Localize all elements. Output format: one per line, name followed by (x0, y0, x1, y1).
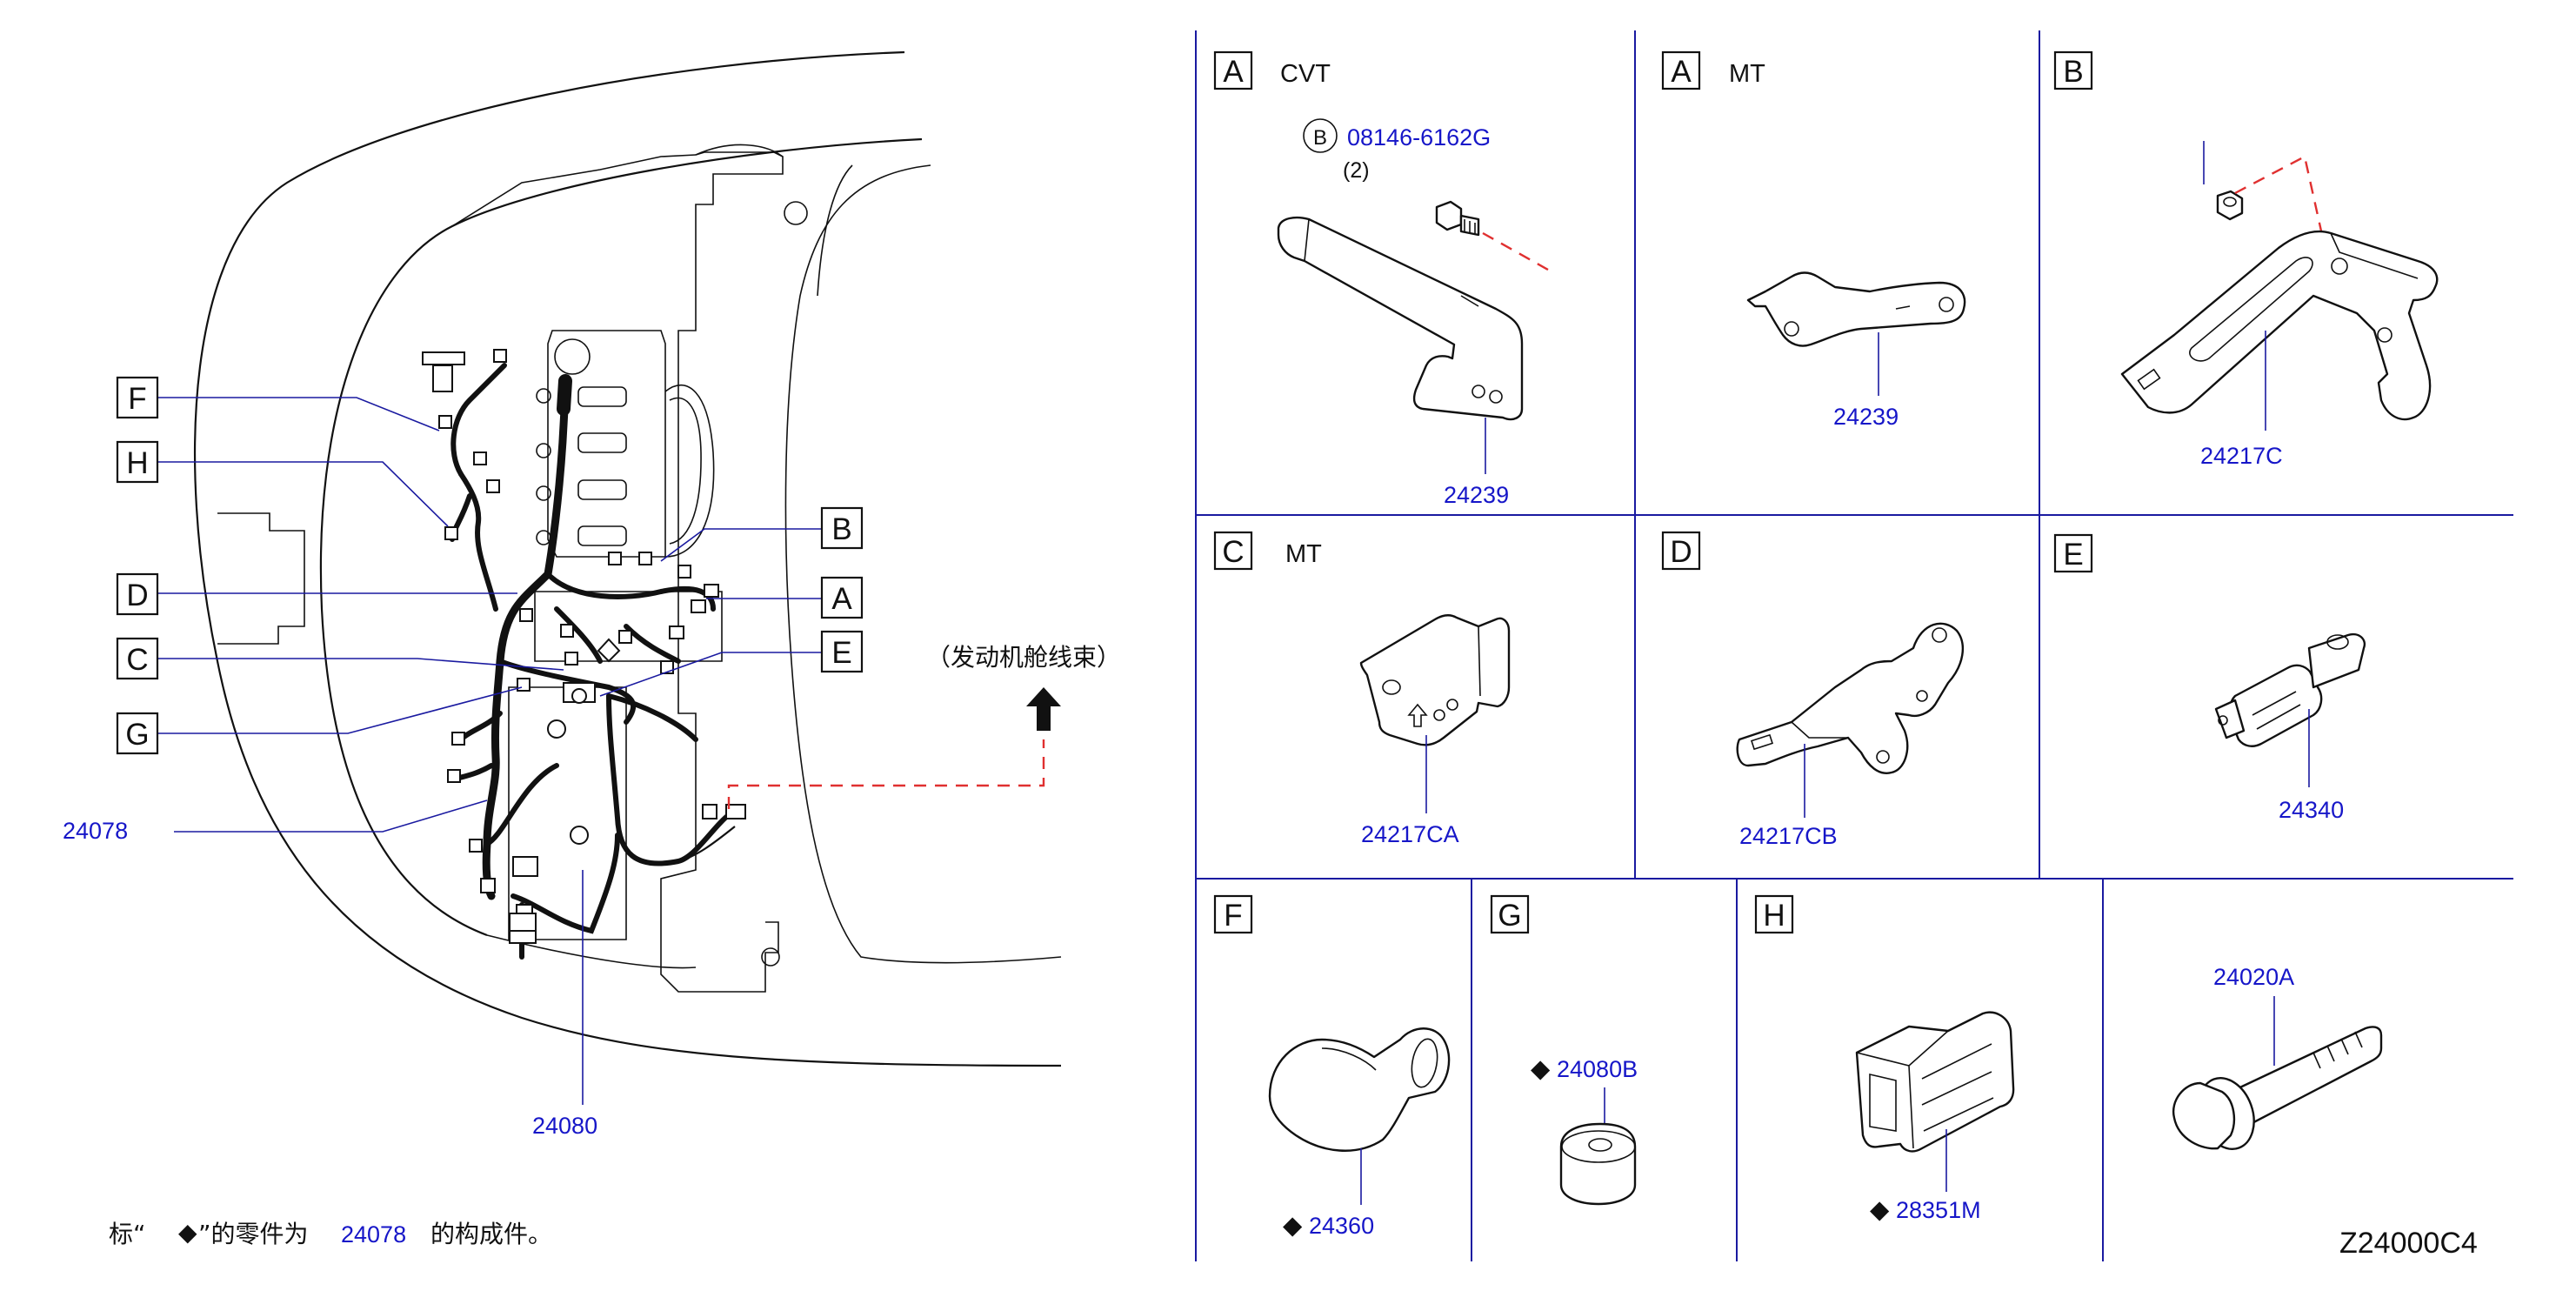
panel-c-mt-letter: C (1222, 535, 1244, 569)
spacer-24080B (1559, 1122, 1637, 1206)
part-number-24239-cvt: 24239 (1444, 482, 1509, 508)
callout-A-label: A (831, 582, 852, 616)
panel-f: F ◆ 24360 (1213, 894, 1451, 1240)
panel-bolt: 24020A (2172, 964, 2383, 1150)
part-number-24217CA: 24217CA (1361, 821, 1459, 847)
bracket-24217CB (1736, 622, 1964, 774)
callout-G-label: G (125, 718, 149, 752)
bracket-24217CA (1359, 614, 1511, 746)
panel-g-letter: G (1498, 899, 1521, 933)
panel-d-letter: D (1670, 535, 1692, 569)
callout-A: A (820, 576, 864, 619)
part-number-24080: 24080 (532, 1113, 597, 1139)
callout-B: B (820, 506, 864, 550)
part-number-24080B: 24080B (1557, 1056, 1638, 1082)
part-number-24360: 24360 (1309, 1213, 1374, 1239)
panel-b-letter: B (2063, 55, 2083, 89)
flange-bolt-24020A (2172, 1026, 2383, 1150)
panel-a-mt-title: MT (1729, 60, 1765, 88)
footnote: 标“ ◆ ”的零件为 24078 的构成件。 (109, 1218, 552, 1248)
bracket-24217C (2120, 230, 2439, 421)
callout-D-label: D (126, 579, 148, 612)
part-number-24217CB: 24217CB (1739, 823, 1838, 849)
panel-a-mt: A MT 24239 (1661, 50, 1966, 430)
callout-B-label: B (831, 512, 851, 546)
up-arrow-icon (1026, 687, 1061, 731)
callout-F: F (116, 376, 159, 419)
panel-b: B 24217C (2053, 50, 2439, 469)
engine-room-harness-note: （发动机舱线束） (926, 643, 1121, 672)
bolt-quantity: (2) (1343, 158, 1370, 183)
footnote-prefix: 标“ (109, 1220, 146, 1248)
callout-H-label: H (126, 446, 148, 480)
parts-grid (1195, 30, 2513, 1261)
panel-a-cvt-letter: A (1223, 55, 1244, 89)
part-number-28351M: 28351M (1896, 1197, 1981, 1223)
part-number-24078: 24078 (63, 818, 128, 844)
footnote-middle: ”的零件为 (198, 1220, 309, 1248)
panel-h-letter: H (1763, 899, 1785, 933)
vehicle-outline (194, 50, 1062, 1067)
panel-a-cvt-title: CVT (1280, 60, 1331, 88)
callout-leaders (150, 397, 1045, 1105)
bracket-24239-mt (1746, 271, 1966, 347)
callout-G: G (116, 712, 159, 755)
part-number-24340: 24340 (2279, 797, 2344, 823)
callout-E: E (820, 630, 864, 673)
nut-icon (2216, 190, 2244, 221)
bolt-icon (1435, 200, 1480, 237)
sensor-24340 (2214, 632, 2366, 747)
part-number-24217C: 24217C (2200, 443, 2283, 469)
panel-e-letter: E (2063, 538, 2083, 572)
panel-a-mt-letter: A (1671, 55, 1692, 89)
part-number-24020A: 24020A (2213, 964, 2294, 990)
panel-g: G ◆ 24080B (1490, 894, 1638, 1206)
callout-F-label: F (128, 382, 146, 416)
panel-a-cvt: A CVT B 08146-6162G (2) 24239 (1213, 50, 1549, 508)
callout-C-label: C (126, 643, 148, 677)
bracket-24239-cvt (1277, 216, 1524, 421)
footnote-part: 24078 (341, 1221, 406, 1248)
panel-f-letter: F (1224, 899, 1242, 933)
grommet-24360 (1268, 1027, 1451, 1152)
callout-C: C (116, 637, 159, 680)
diamond-marker-icon: ◆ (178, 1218, 197, 1247)
diamond-marker-g-icon: ◆ (1531, 1055, 1551, 1083)
diamond-marker-h-icon: ◆ (1870, 1196, 1890, 1224)
part-number-24239-mt: 24239 (1833, 404, 1899, 430)
ignition-coils (536, 386, 627, 546)
panel-e: E 24340 (2053, 533, 2366, 823)
connector-28351M (1855, 1011, 2015, 1153)
part-number-08146-6162G: 08146-6162G (1347, 124, 1491, 151)
callout-H: H (116, 440, 159, 484)
diamond-marker-f-icon: ◆ (1283, 1212, 1303, 1240)
footnote-suffix: 的构成件。 (430, 1220, 552, 1248)
bolt-ref-letter: B (1313, 126, 1327, 150)
diagram-code: Z24000C4 (2339, 1227, 2478, 1260)
wiring-harness-24078 (422, 349, 746, 960)
callout-D: D (116, 572, 159, 616)
panel-c-mt-title: MT (1285, 540, 1322, 568)
callout-E-label: E (831, 636, 851, 670)
panel-h: H ◆ 28351M (1754, 894, 2015, 1224)
panel-c-mt: C MT 24217CA (1213, 531, 1511, 847)
panel-d: D 24217CB (1661, 531, 1964, 849)
